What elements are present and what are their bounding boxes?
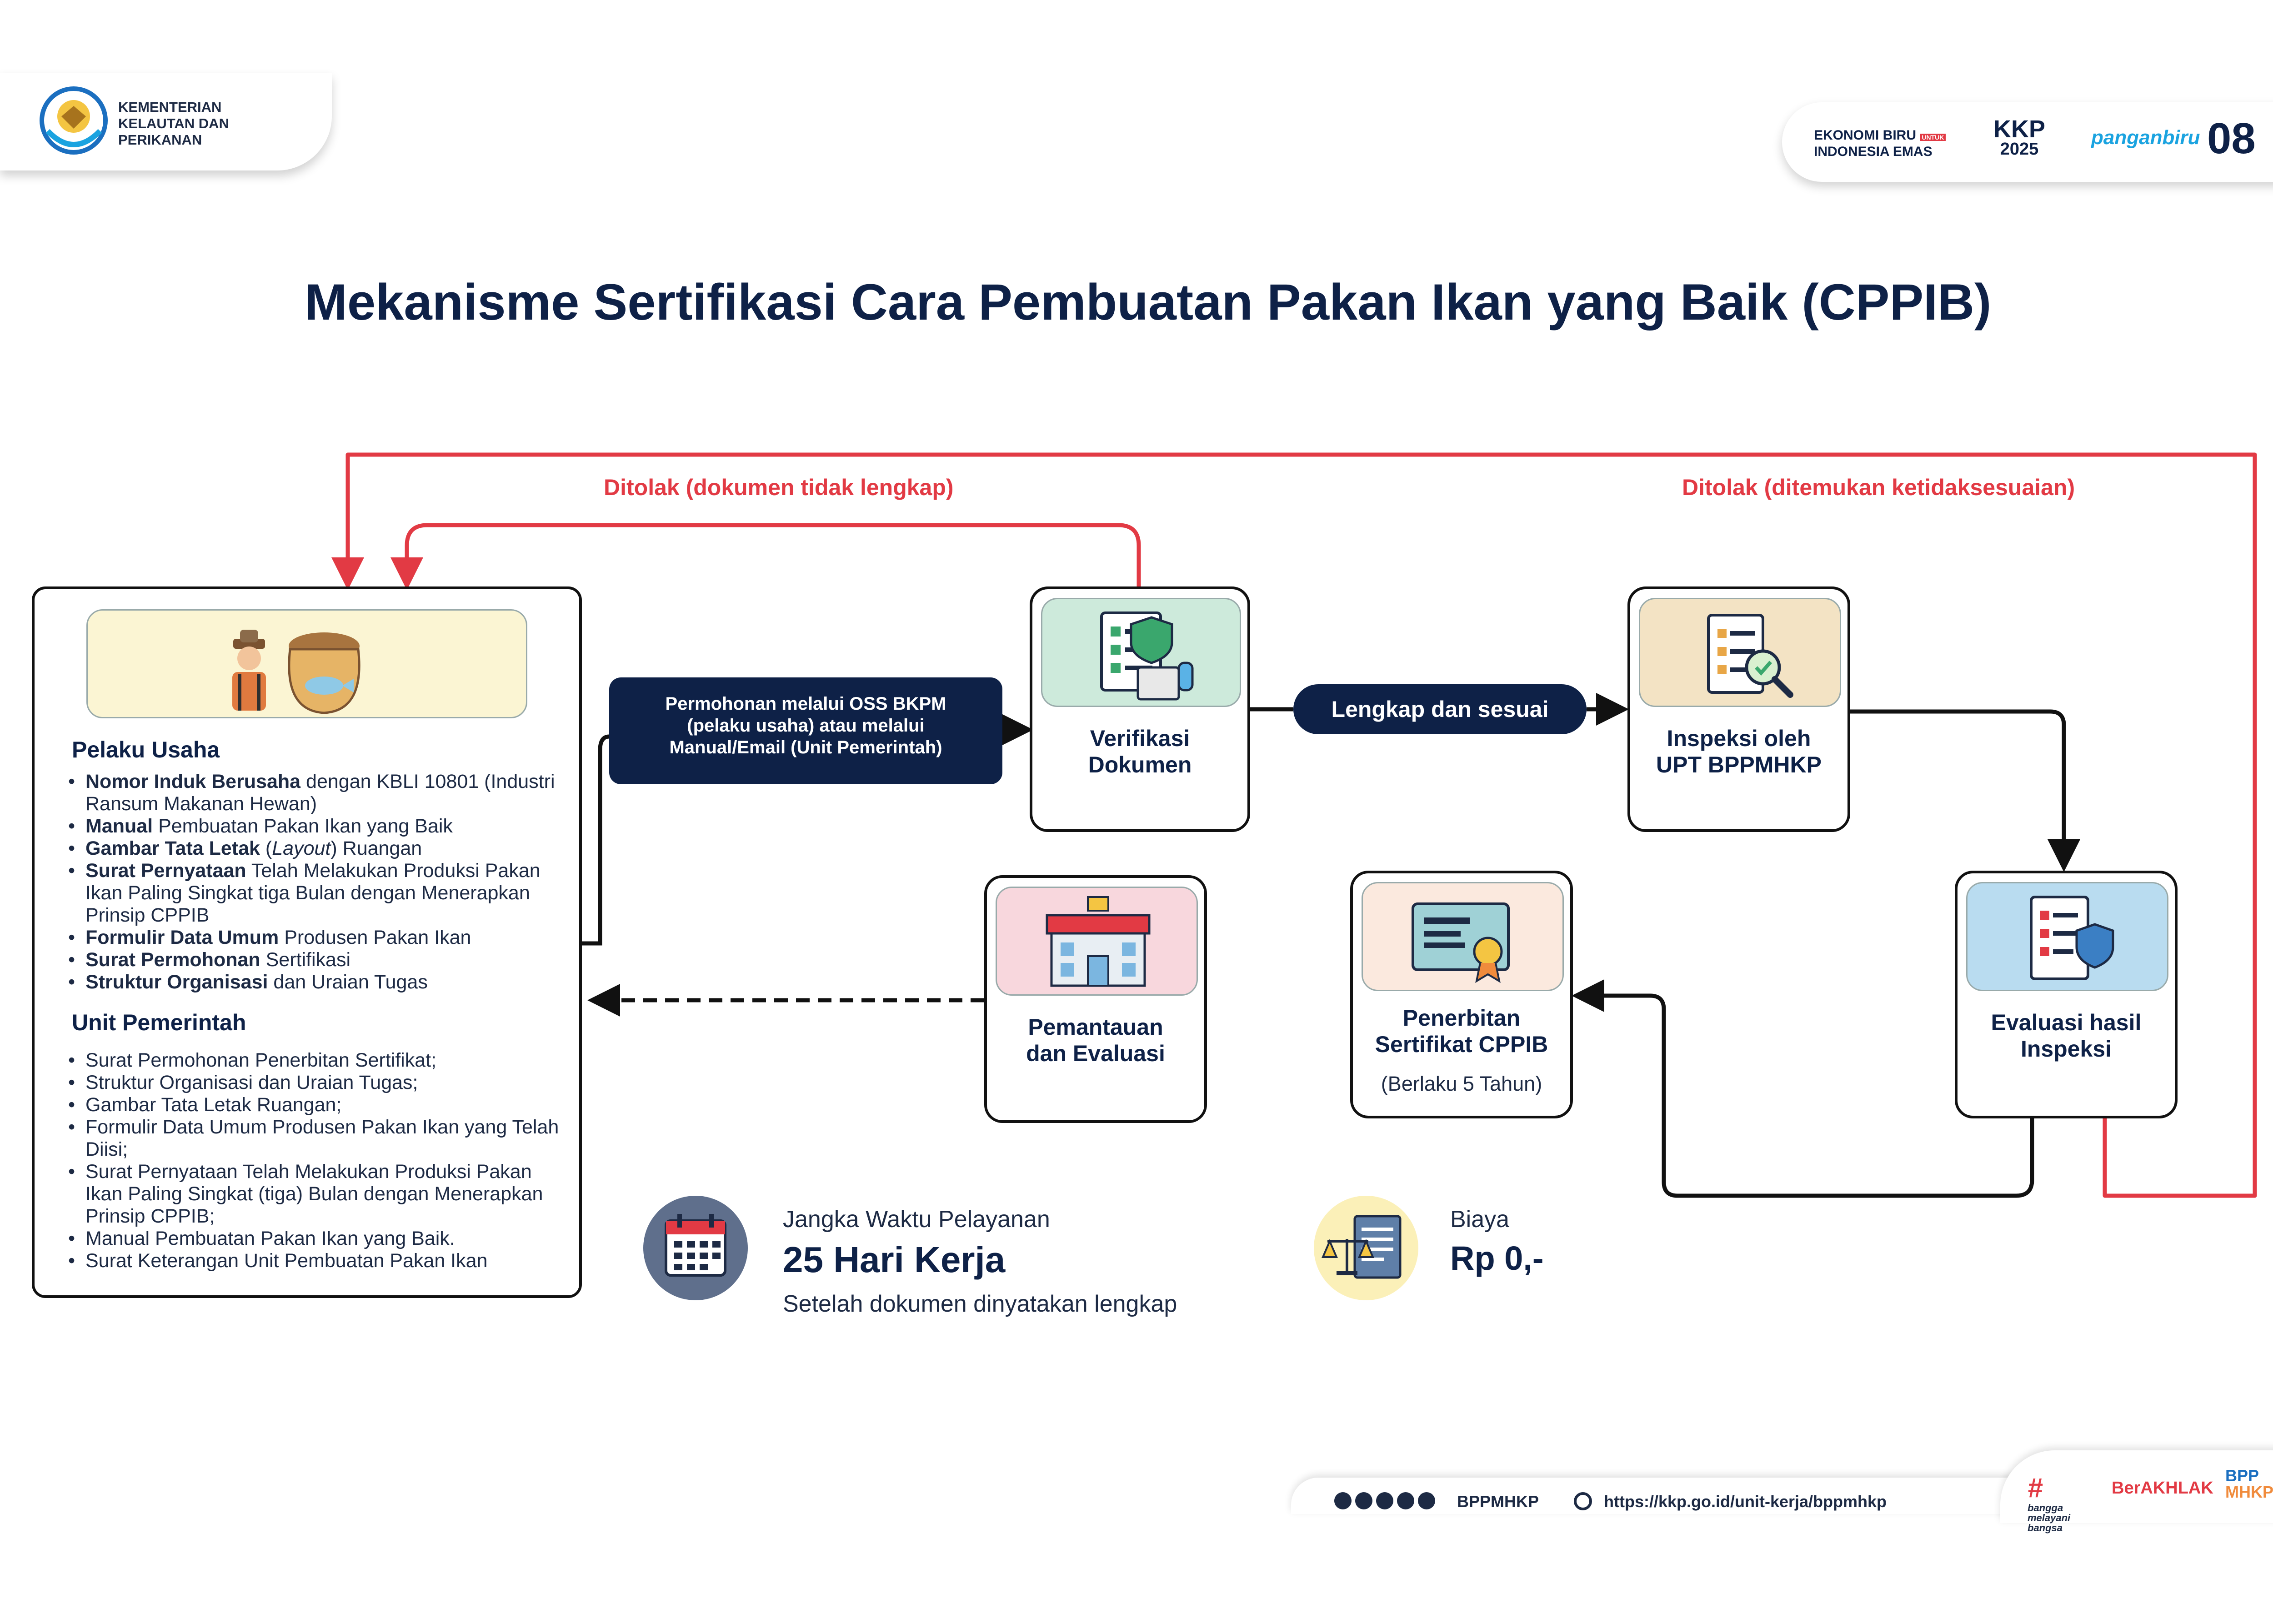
applicant-illustration	[86, 609, 527, 718]
verifikasi-label-line-1: Verifikasi	[1090, 726, 1190, 751]
unit-item: Struktur Organisasi dan Uraian Tugas;	[68, 1072, 564, 1094]
tiktok-icon[interactable]	[1397, 1492, 1414, 1509]
asta-cita-logo: 08	[2207, 114, 2256, 163]
verifikasi-label: Verifikasi Dokumen	[1032, 725, 1248, 778]
bangga-melayani-logo: # bangga melayani bangsa	[2028, 1473, 2071, 1534]
pangan-biru-logo: panganbiru	[2091, 126, 2200, 149]
evaluasi-label: Evaluasi hasil Inspeksi	[1957, 1009, 2175, 1062]
reject-loop-nonconformity	[331, 452, 2257, 1198]
pelaku-item: Struktur Organisasi dan Uraian Tugas	[68, 971, 564, 993]
unit-item: Surat Pernyataan Telah Melakukan Produks…	[68, 1161, 564, 1228]
legal-document-icon	[1314, 1196, 1418, 1300]
pemantauan-label-line-2: dan Evaluasi	[1026, 1041, 1165, 1066]
ministry-name: KEMENTERIAN KELAUTAN DAN PERIKANAN	[118, 99, 229, 148]
bangga-line-3: bangsa	[2028, 1522, 2063, 1534]
ministry-name-line-2: KELAUTAN DAN	[118, 115, 229, 131]
pemantauan-label-line-1: Pemantauan	[1028, 1014, 1163, 1040]
document-inspection-icon	[1639, 598, 1841, 707]
berakhlak-logo: BerAKHLAK	[2112, 1479, 2213, 1498]
partner-logos-card	[1782, 102, 2273, 182]
certificate-validity-note: (Berlaku 5 Tahun)	[1381, 1072, 1542, 1095]
service-time-note: Setelah dokumen dinyatakan lengkap	[783, 1291, 1177, 1317]
inspection-to-evaluation-arrow	[1850, 709, 2080, 872]
unit-pemerintah-heading: Unit Pemerintah	[72, 1010, 246, 1035]
submission-channel-pill: Permohonan melalui OSS BKPM (pelaku usah…	[609, 677, 1002, 784]
unit-item: Formulir Data Umum Produsen Pakan Ikan y…	[68, 1116, 564, 1161]
inspeksi-label: Inspeksi oleh UPT BPPMHKP	[1630, 725, 1848, 778]
ekonomi-biru-small: UNTUK	[1920, 134, 1946, 141]
cost-caption: Biaya	[1450, 1206, 1510, 1233]
social-handle[interactable]: BPPMHKP	[1457, 1492, 1539, 1511]
evaluasi-label-line-1: Evaluasi hasil	[1991, 1010, 2142, 1035]
mhkp-text: MHKP	[2225, 1483, 2273, 1501]
service-time-value: 25 Hari Kerja	[783, 1239, 1006, 1280]
ministry-name-line-3: PERIKANAN	[118, 132, 202, 148]
pelaku-item: Formulir Data Umum Produsen Pakan Ikan	[68, 927, 564, 949]
pemantauan-label: Pemantauan dan Evaluasi	[986, 1014, 1205, 1067]
youtube-icon[interactable]	[1334, 1492, 1352, 1509]
applicant-to-submission-line	[582, 734, 610, 946]
evaluasi-label-line-2: Inspeksi	[2020, 1036, 2112, 1062]
unit-item: Surat Keterangan Unit Pembuatan Pakan Ik…	[68, 1250, 564, 1272]
instagram-icon[interactable]	[1355, 1492, 1372, 1509]
unit-item: Surat Permohonan Penerbitan Sertifikat;	[68, 1049, 564, 1072]
footer-logos-card	[2000, 1450, 2273, 1523]
farmer-icon	[232, 630, 266, 711]
ekonomi-biru-logo: EKONOMI BIRU UNTUK INDONESIA EMAS	[1814, 128, 1946, 159]
ministry-name-line-1: KEMENTERIAN	[118, 99, 222, 115]
penerbitan-label: Penerbitan Sertifikat CPPIB	[1352, 1005, 1571, 1058]
cost-value: Rp 0,-	[1450, 1239, 1544, 1277]
bangga-line-1: bangga	[2028, 1502, 2063, 1514]
evaluation-to-certificate-arrow	[1572, 979, 2034, 1198]
globe-icon	[1574, 1492, 1592, 1510]
social-media-icons	[1334, 1492, 1439, 1509]
reject-loop-incomplete	[391, 523, 1141, 590]
facebook-icon[interactable]	[1376, 1492, 1393, 1509]
unit-item: Manual Pembuatan Pakan Ikan yang Baik.	[68, 1228, 564, 1250]
ekonomi-biru-bottom: INDONESIA EMAS	[1814, 144, 1933, 159]
unit-pemerintah-list: Surat Permohonan Penerbitan Sertifikat; …	[68, 1049, 564, 1272]
kkp-text: KKP	[1993, 115, 2046, 143]
page-title: Mekanisme Sertifikasi Cara Pembuatan Pak…	[305, 274, 1992, 331]
verifikasi-label-line-2: Dokumen	[1088, 752, 1192, 777]
unit-item: Gambar Tata Letak Ruangan;	[68, 1094, 564, 1116]
pelaku-item: Surat Pernyataan Telah Melakukan Produks…	[68, 860, 564, 927]
inspeksi-label-line-1: Inspeksi oleh	[1667, 726, 1811, 751]
pelaku-usaha-list: Nomor Induk Berusaha dengan KBLI 10801 (…	[68, 771, 564, 993]
reject-label-nonconformity: Ditolak (ditemukan ketidaksesuaian)	[1682, 475, 2075, 500]
kkp-2025-logo: KKP 2025	[1993, 115, 2046, 159]
website-link[interactable]: https://kkp.go.id/unit-kerja/bppmhkp	[1604, 1492, 1887, 1511]
x-icon[interactable]	[1418, 1492, 1435, 1509]
pelaku-item: Manual Pembuatan Pakan Ikan yang Baik	[68, 815, 564, 837]
inspeksi-label-line-2: UPT BPPMHKP	[1656, 752, 1822, 777]
penerbitan-label-line-1: Penerbitan	[1402, 1005, 1521, 1031]
evaluation-shield-icon	[1966, 882, 2168, 991]
government-building-icon	[996, 887, 1198, 996]
certificate-icon	[1362, 882, 1564, 991]
ekonomi-biru-top: EKONOMI BIRU	[1814, 128, 1916, 143]
calendar-icon	[643, 1196, 748, 1300]
pelaku-item: Gambar Tata Letak (Layout) Ruangan	[68, 837, 564, 860]
pelaku-usaha-heading: Pelaku Usaha	[72, 737, 220, 762]
bangga-line-2: melayani	[2028, 1512, 2071, 1524]
pelaku-item: Nomor Induk Berusaha dengan KBLI 10801 (…	[68, 771, 564, 815]
bpp-text: BPP	[2225, 1466, 2259, 1485]
service-time-caption: Jangka Waktu Pelayanan	[783, 1206, 1050, 1233]
reject-label-incomplete: Ditolak (dokumen tidak lengkap)	[604, 475, 954, 500]
feed-sack-icon	[288, 632, 360, 714]
pelaku-item: Surat Permohonan Sertifikasi	[68, 949, 564, 971]
complete-status-pill: Lengkap dan sesuai	[1293, 684, 1587, 734]
bppmhkp-logo: BPP MHKP	[2225, 1468, 2273, 1500]
kkp-year: 2025	[2000, 140, 2039, 159]
ministry-logo	[39, 85, 109, 156]
document-verification-icon	[1041, 598, 1241, 707]
penerbitan-label-line-2: Sertifikat CPPIB	[1375, 1032, 1548, 1057]
